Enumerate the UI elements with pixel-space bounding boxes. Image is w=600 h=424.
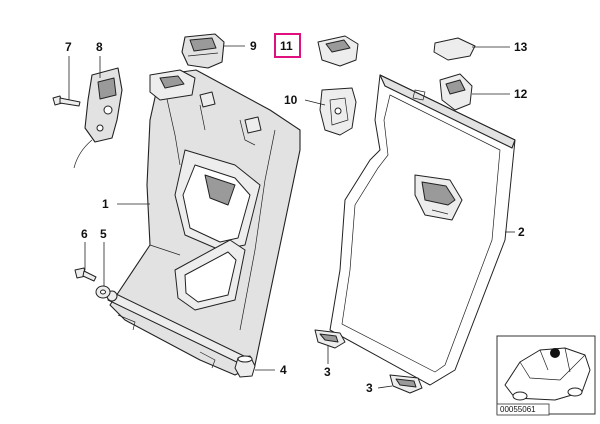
callout-8: 8 [96,40,103,54]
callout-6: 6 [81,227,88,241]
washer-part-5[interactable] [95,285,111,299]
pad-part-13[interactable] [433,37,476,61]
pin-part-7[interactable] [52,95,81,107]
seat-back-frame-part-1[interactable] [106,69,301,376]
bolt-part-6[interactable] [74,267,97,282]
callout-5: 5 [100,227,107,241]
callouts: 1 2 3 3 4 5 6 7 8 9 10 11 12 13 [65,39,528,395]
callout-11[interactable]: 11 [280,39,293,53]
leader-lines [68,45,515,389]
lock-mechanism-part-8[interactable] [73,67,123,169]
callout-1: 1 [102,197,109,211]
trim-panel-part-2[interactable] [329,74,516,386]
bracket-part-3b[interactable] [389,374,423,394]
bracket-part-10[interactable] [319,87,357,136]
callout-3b: 3 [366,381,373,395]
callout-10: 10 [284,93,298,107]
callout-4: 4 [280,363,287,377]
vehicle-inset: 00055061 [496,335,596,416]
location-marker-icon [550,348,560,358]
callout-12: 12 [514,87,528,101]
cover-part-11[interactable] [317,35,359,67]
clip-part-4[interactable] [234,355,256,378]
callout-9: 9 [250,39,257,53]
bracket-part-3a[interactable] [314,329,346,349]
release-housing-part-9[interactable] [181,33,225,69]
callout-7: 7 [65,40,72,54]
callout-11-highlight [274,33,301,58]
handle-cover-part-12[interactable] [439,73,473,111]
callout-13: 13 [514,40,528,54]
inset-reference-number: 00055061 [500,405,536,414]
callout-2: 2 [518,225,525,239]
callout-3a: 3 [324,365,331,379]
